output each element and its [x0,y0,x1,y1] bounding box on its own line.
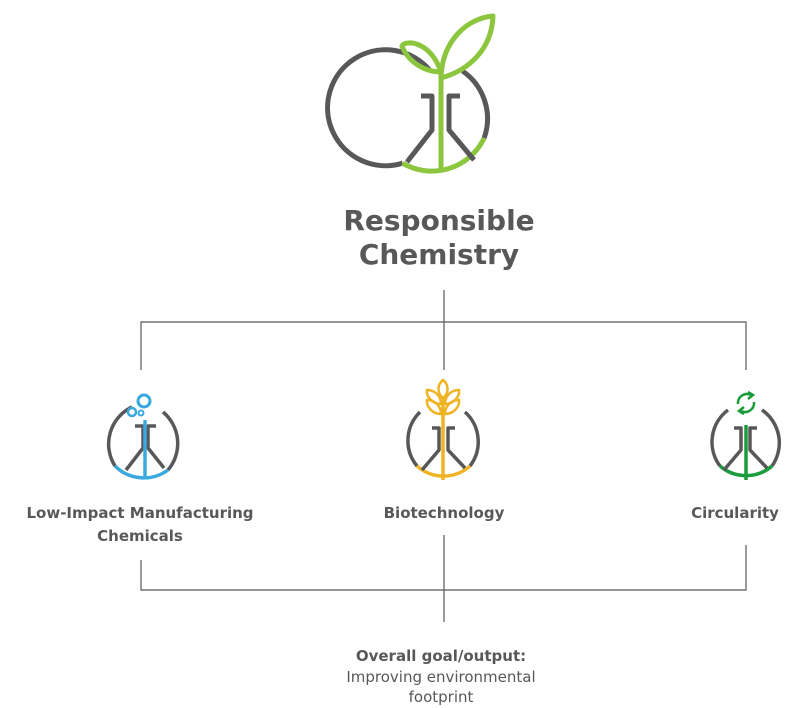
title-line-2: Chemistry [359,238,519,271]
goal-line-2: footprint [409,688,474,706]
sprout-flask-icon [325,13,496,174]
top-connector [140,290,747,370]
branch-label-low-impact: Low-Impact Manufacturing [26,504,253,522]
bottom-connector [140,535,747,622]
title-line-1: Responsible [343,204,534,237]
branch-label-low-impact-line2: Chemicals [97,527,183,545]
wheat-flask-icon [406,378,480,480]
branch-label-biotechnology: Biotechnology [384,504,505,522]
goal-line-1: Improving environmental [346,668,535,686]
recycle-flask-icon [710,390,782,480]
branch-label-circularity: Circularity [691,504,779,522]
bubbles-flask-icon [106,393,180,480]
goal-heading: Overall goal/output: [356,647,526,665]
